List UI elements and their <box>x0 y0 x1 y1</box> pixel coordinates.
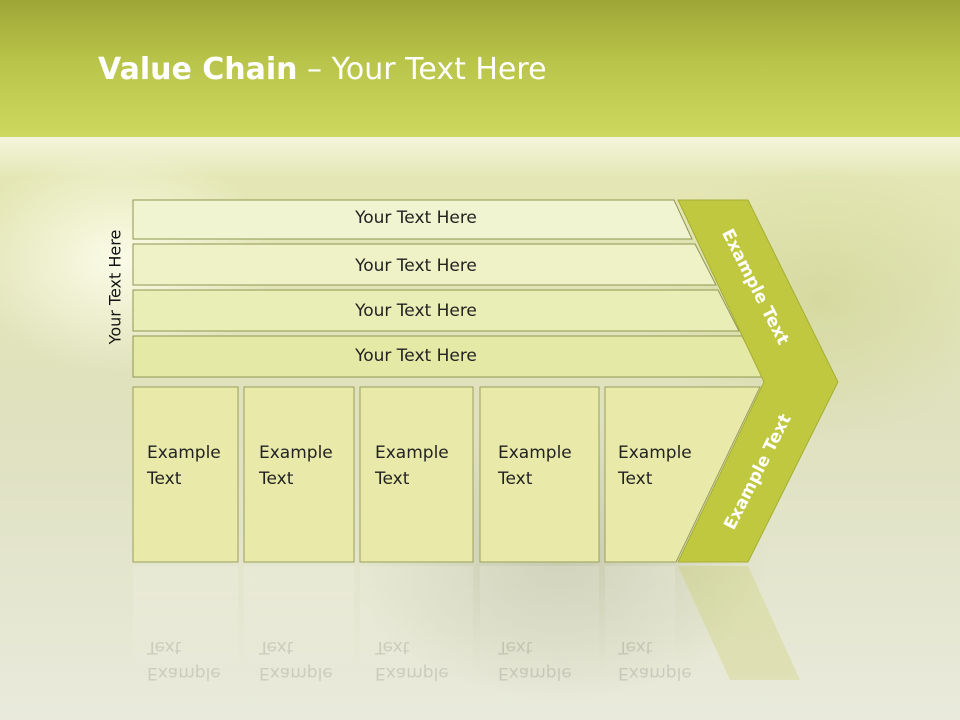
cell-1[interactable] <box>132 386 239 563</box>
title-bold: Value Chain <box>98 52 298 87</box>
cell-3-line2: Text <box>375 469 410 489</box>
cell-4-line1: Example <box>498 443 572 463</box>
cell-2[interactable] <box>243 386 355 563</box>
chevron-arrow[interactable] <box>677 199 839 563</box>
slide-title: Value Chain – Your Text Here <box>98 52 547 87</box>
band-4-label: Your Text Here <box>355 346 477 366</box>
cell-2-line2: Text <box>259 469 294 489</box>
title-rest: – Your Text Here <box>297 52 547 87</box>
cell-5-reflection-line1: Example <box>618 663 692 683</box>
reflection <box>133 566 800 686</box>
cell-3-reflection: Example Text <box>375 634 449 686</box>
cell-1-label: Example Text <box>147 440 221 492</box>
band-2[interactable] <box>132 243 717 286</box>
cell-4-reflection: Example Text <box>498 634 572 686</box>
cell-2-label: Example Text <box>259 440 333 492</box>
cell-2-line1: Example <box>259 443 333 463</box>
cell-1-line1: Example <box>147 443 221 463</box>
cell-5-reflection-line2: Text <box>618 637 653 657</box>
cell-3-reflection-line1: Example <box>375 663 449 683</box>
band-1-label: Your Text Here <box>355 208 477 228</box>
cell-5-reflection: Example Text <box>618 634 692 686</box>
cell-4-reflection-line2: Text <box>498 637 533 657</box>
cell-3-line1: Example <box>375 443 449 463</box>
cell-1-reflection-line1: Example <box>147 663 221 683</box>
cell-4[interactable] <box>479 386 600 563</box>
cell-2-reflection: Example Text <box>259 634 333 686</box>
cell-4-reflection-line1: Example <box>498 663 572 683</box>
header-fade <box>0 137 960 177</box>
header-bar <box>0 0 960 137</box>
cell-4-line2: Text <box>498 469 533 489</box>
cell-1-reflection: Example Text <box>147 634 221 686</box>
cell-3-reflection-line2: Text <box>375 637 410 657</box>
cell-3[interactable] <box>359 386 474 563</box>
cell-5-line1: Example <box>618 443 692 463</box>
cell-1-line2: Text <box>147 469 182 489</box>
band-3-label: Your Text Here <box>355 301 477 321</box>
band-2-label: Your Text Here <box>355 256 477 276</box>
cell-5[interactable] <box>604 386 761 563</box>
cell-5-label: Example Text <box>618 440 692 492</box>
cell-4-label: Example Text <box>498 440 572 492</box>
band-1[interactable] <box>132 199 693 240</box>
cell-2-reflection-line1: Example <box>259 663 333 683</box>
cell-2-reflection-line2: Text <box>259 637 294 657</box>
band-3[interactable] <box>132 289 740 332</box>
cell-5-line2: Text <box>618 469 653 489</box>
cell-3-label: Example Text <box>375 440 449 492</box>
cell-1-reflection-line2: Text <box>147 637 182 657</box>
